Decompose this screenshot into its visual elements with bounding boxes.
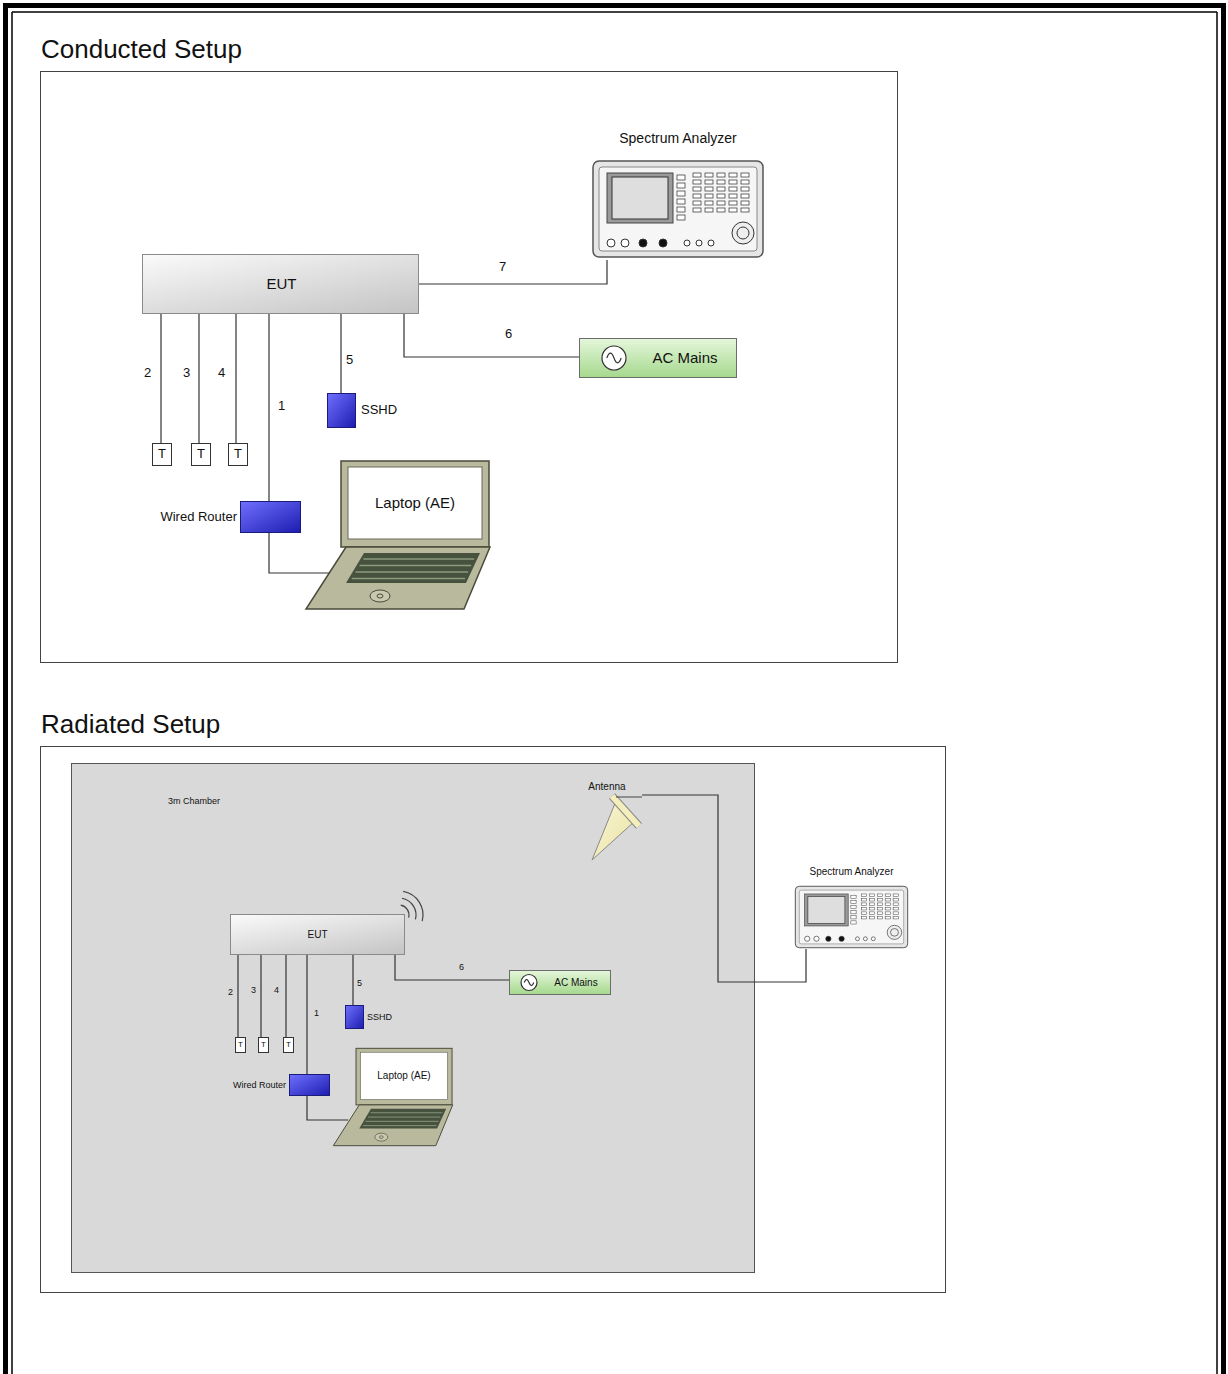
horn-antenna <box>572 780 642 864</box>
callout-holder: 6 <box>458 962 465 972</box>
laptop-ae: Laptop (AE) <box>304 459 492 611</box>
node-label: SSHD <box>361 393 407 428</box>
callout-number: 5 <box>345 353 354 368</box>
callout-holder: 5 <box>345 353 354 368</box>
node-label: AC Mains <box>542 971 610 994</box>
node-label: Wired Router <box>224 1074 286 1096</box>
callout-number: 4 <box>273 985 280 995</box>
router-block <box>240 501 301 533</box>
ac-mains-box: AC Mains <box>509 970 611 995</box>
laptop-ae: Laptop (AE) <box>332 1047 454 1147</box>
node-label: Antenna <box>572 780 642 794</box>
laptop-drawing <box>304 459 492 611</box>
sshd-drive: SSHD <box>345 1005 405 1029</box>
cable-line <box>160 314 161 443</box>
cable-line <box>260 955 261 1037</box>
node-label: EUT <box>231 915 404 954</box>
spectrum-analyzer: Spectrum Analyzer <box>589 123 767 260</box>
terminator-box: T <box>152 443 172 466</box>
eut-box: EUT <box>230 914 405 955</box>
callout-number: 1 <box>313 1008 320 1018</box>
cable-line <box>306 955 307 1074</box>
node-label: T <box>284 1038 293 1052</box>
eut-box: EUT <box>142 254 419 314</box>
terminator-box: T <box>235 1037 246 1053</box>
cable-line <box>419 260 607 284</box>
setup-frame: Radiated Setup3m ChamberAntennaEUTAC Mai… <box>40 746 946 1293</box>
ac-mains-box: AC Mains <box>579 338 737 378</box>
analyzer-icon <box>591 159 765 259</box>
callout-holder: 6 <box>504 327 513 342</box>
callout-number: 2 <box>143 366 152 381</box>
terminator-box: T <box>228 443 248 466</box>
cable-line <box>285 955 286 1037</box>
cable-line <box>307 1096 348 1120</box>
node-label: Conducted Setup <box>41 34 441 66</box>
cable-line <box>237 955 238 1037</box>
radio-waves <box>391 881 441 931</box>
callout-holder: 3 <box>182 366 191 381</box>
sshd-block <box>327 393 356 428</box>
callout-number: 3 <box>182 366 191 381</box>
wired-router: Wired Router <box>224 1074 330 1096</box>
analyzer-icon <box>794 885 909 949</box>
callout-number: 7 <box>498 260 507 275</box>
callout-holder: 5 <box>356 978 363 988</box>
node-label: Spectrum Analyzer <box>589 123 767 153</box>
node-label: Laptop (AE) <box>349 481 481 525</box>
cable-line <box>352 955 353 1005</box>
setup-frame: Conducted SetupSpectrum AnalyzerEUTAC Ma… <box>40 71 898 663</box>
callout-holder: 2 <box>227 987 234 997</box>
cable-line <box>340 314 341 393</box>
node-label: Wired Router <box>149 501 237 533</box>
callout-number: 4 <box>217 366 226 381</box>
terminator-box: T <box>258 1037 269 1053</box>
callout-holder: 4 <box>217 366 226 381</box>
sshd-drive: SSHD <box>327 393 407 428</box>
node-label: T <box>153 444 171 465</box>
wired-router: Wired Router <box>149 501 301 533</box>
callout-number: 6 <box>458 962 465 972</box>
terminator-box: T <box>191 443 211 466</box>
node-label: T <box>259 1038 268 1052</box>
callout-holder: 4 <box>273 985 280 995</box>
cable-line <box>404 314 579 357</box>
node-label: EUT <box>143 255 420 313</box>
callout-holder: 1 <box>277 399 286 414</box>
router-block <box>289 1074 330 1096</box>
callout-holder: 2 <box>143 366 152 381</box>
callout-number: 6 <box>504 327 513 342</box>
node-label: AC Mains <box>634 339 736 377</box>
callout-number: 3 <box>250 985 257 995</box>
cable-line <box>269 533 329 573</box>
sshd-block <box>345 1005 364 1029</box>
cable-line <box>268 314 269 501</box>
node-label: Radiated Setup <box>41 709 441 741</box>
cable-line <box>235 314 236 443</box>
antenna: Antenna <box>572 780 642 864</box>
node-label: Laptop (AE) <box>361 1061 447 1090</box>
chamber-region: 3m ChamberAntennaEUTAC MainsTTTSSHDWired… <box>71 763 755 1273</box>
cable-line <box>642 795 806 982</box>
node-label: T <box>236 1038 245 1052</box>
node-label: 3m Chamber <box>168 794 288 808</box>
node-label: Spectrum Analyzer <box>794 863 909 881</box>
terminator-box: T <box>283 1037 294 1053</box>
node-label: SSHD <box>367 1005 405 1029</box>
cable-line <box>198 314 199 443</box>
callout-holder: 7 <box>498 260 507 275</box>
callout-number: 1 <box>277 399 286 414</box>
laptop-drawing <box>332 1047 454 1147</box>
spectrum-analyzer: Spectrum Analyzer <box>794 863 909 949</box>
callout-number: 2 <box>227 987 234 997</box>
node-label: T <box>229 444 247 465</box>
callout-holder: 1 <box>313 1008 320 1018</box>
cable-line <box>395 955 509 980</box>
callout-number: 5 <box>356 978 363 988</box>
node-label: T <box>192 444 210 465</box>
callout-holder: 3 <box>250 985 257 995</box>
